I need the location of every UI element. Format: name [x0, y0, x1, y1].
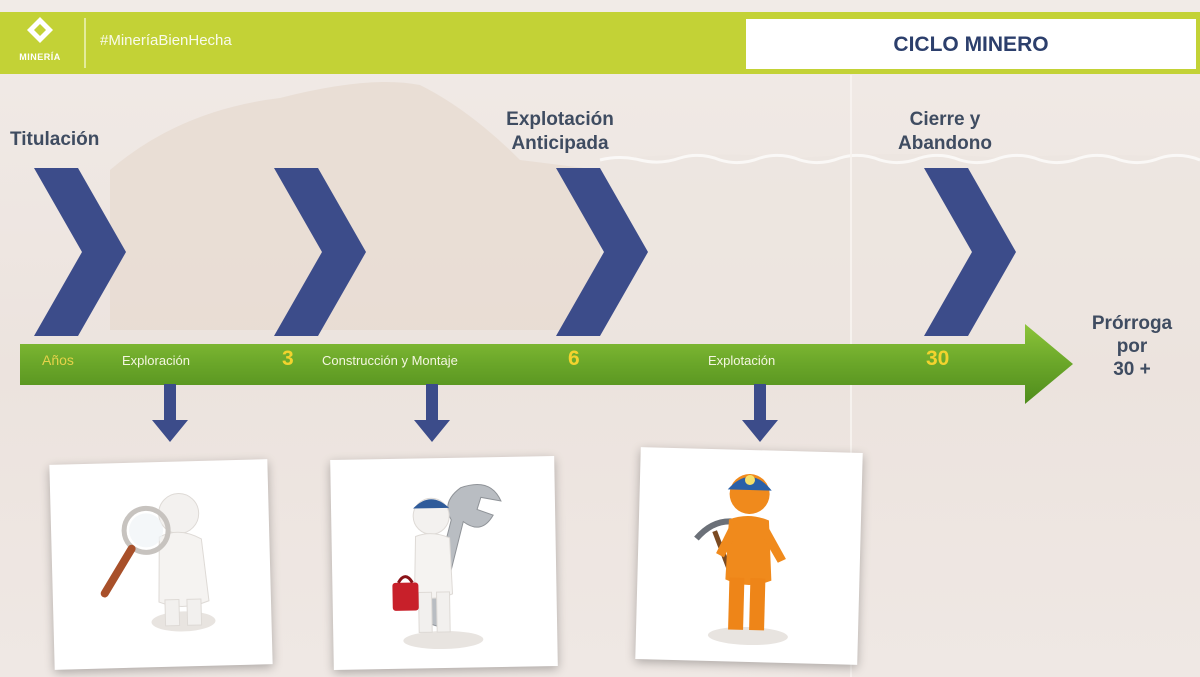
extension-line: por — [1116, 336, 1148, 357]
header-separator — [84, 18, 86, 68]
down-arrow-icon — [742, 384, 778, 442]
years-label: Años — [42, 352, 74, 368]
chevron-icon — [924, 168, 1016, 336]
chevron-icon — [274, 168, 366, 336]
down-arrow-icon — [152, 384, 188, 442]
year-number-6: 6 — [568, 347, 580, 370]
chevron-icon — [34, 168, 126, 336]
year-number-30: 30 — [926, 347, 950, 370]
phase-label-titulacion: Titulación — [10, 128, 99, 152]
hashtag-text: #MineríaBienHecha — [100, 32, 232, 49]
stage-explotacion: Explotación — [708, 353, 776, 368]
diamond-icon — [27, 17, 53, 43]
stage-construccion: Construcción y Montaje — [322, 353, 458, 368]
page-title: CICLO MINERO — [893, 33, 1049, 56]
ministry-logo: MINERÍA — [10, 16, 70, 70]
image-card-explotacion — [635, 447, 863, 665]
phase-label-explotacion-anticipada: Explotación Anticipada — [470, 108, 650, 156]
phase-label-line: Abandono — [898, 133, 992, 154]
extension-label: Prórroga por 30 + — [1072, 312, 1192, 381]
stage-exploracion: Exploración — [122, 353, 190, 368]
phase-label-line: Explotación — [506, 109, 614, 130]
logo-text: MINERÍA — [19, 52, 61, 62]
phase-label-line: Cierre y — [909, 109, 981, 130]
extension-line: 30 + — [1113, 359, 1151, 380]
title-box: CICLO MINERO — [746, 19, 1196, 69]
phase-label-line: Titulación — [10, 129, 100, 150]
header-bar: MINERÍA #MineríaBienHecha CICLO MINERO — [0, 12, 1200, 74]
year-number-3: 3 — [282, 347, 294, 370]
image-card-exploracion — [49, 459, 273, 670]
timeline-arrow — [20, 324, 1073, 404]
down-arrow-icon — [414, 384, 450, 442]
magnifier-figure-icon — [100, 493, 216, 632]
phase-label-cierre: Cierre y Abandono — [870, 108, 1020, 156]
extension-line: Prórroga — [1091, 313, 1173, 334]
phase-label-line: Anticipada — [511, 133, 609, 154]
image-card-construccion — [330, 456, 558, 670]
chevron-icon — [556, 168, 648, 336]
wrench-worker-icon — [392, 484, 502, 650]
miner-pickaxe-icon — [694, 473, 788, 646]
